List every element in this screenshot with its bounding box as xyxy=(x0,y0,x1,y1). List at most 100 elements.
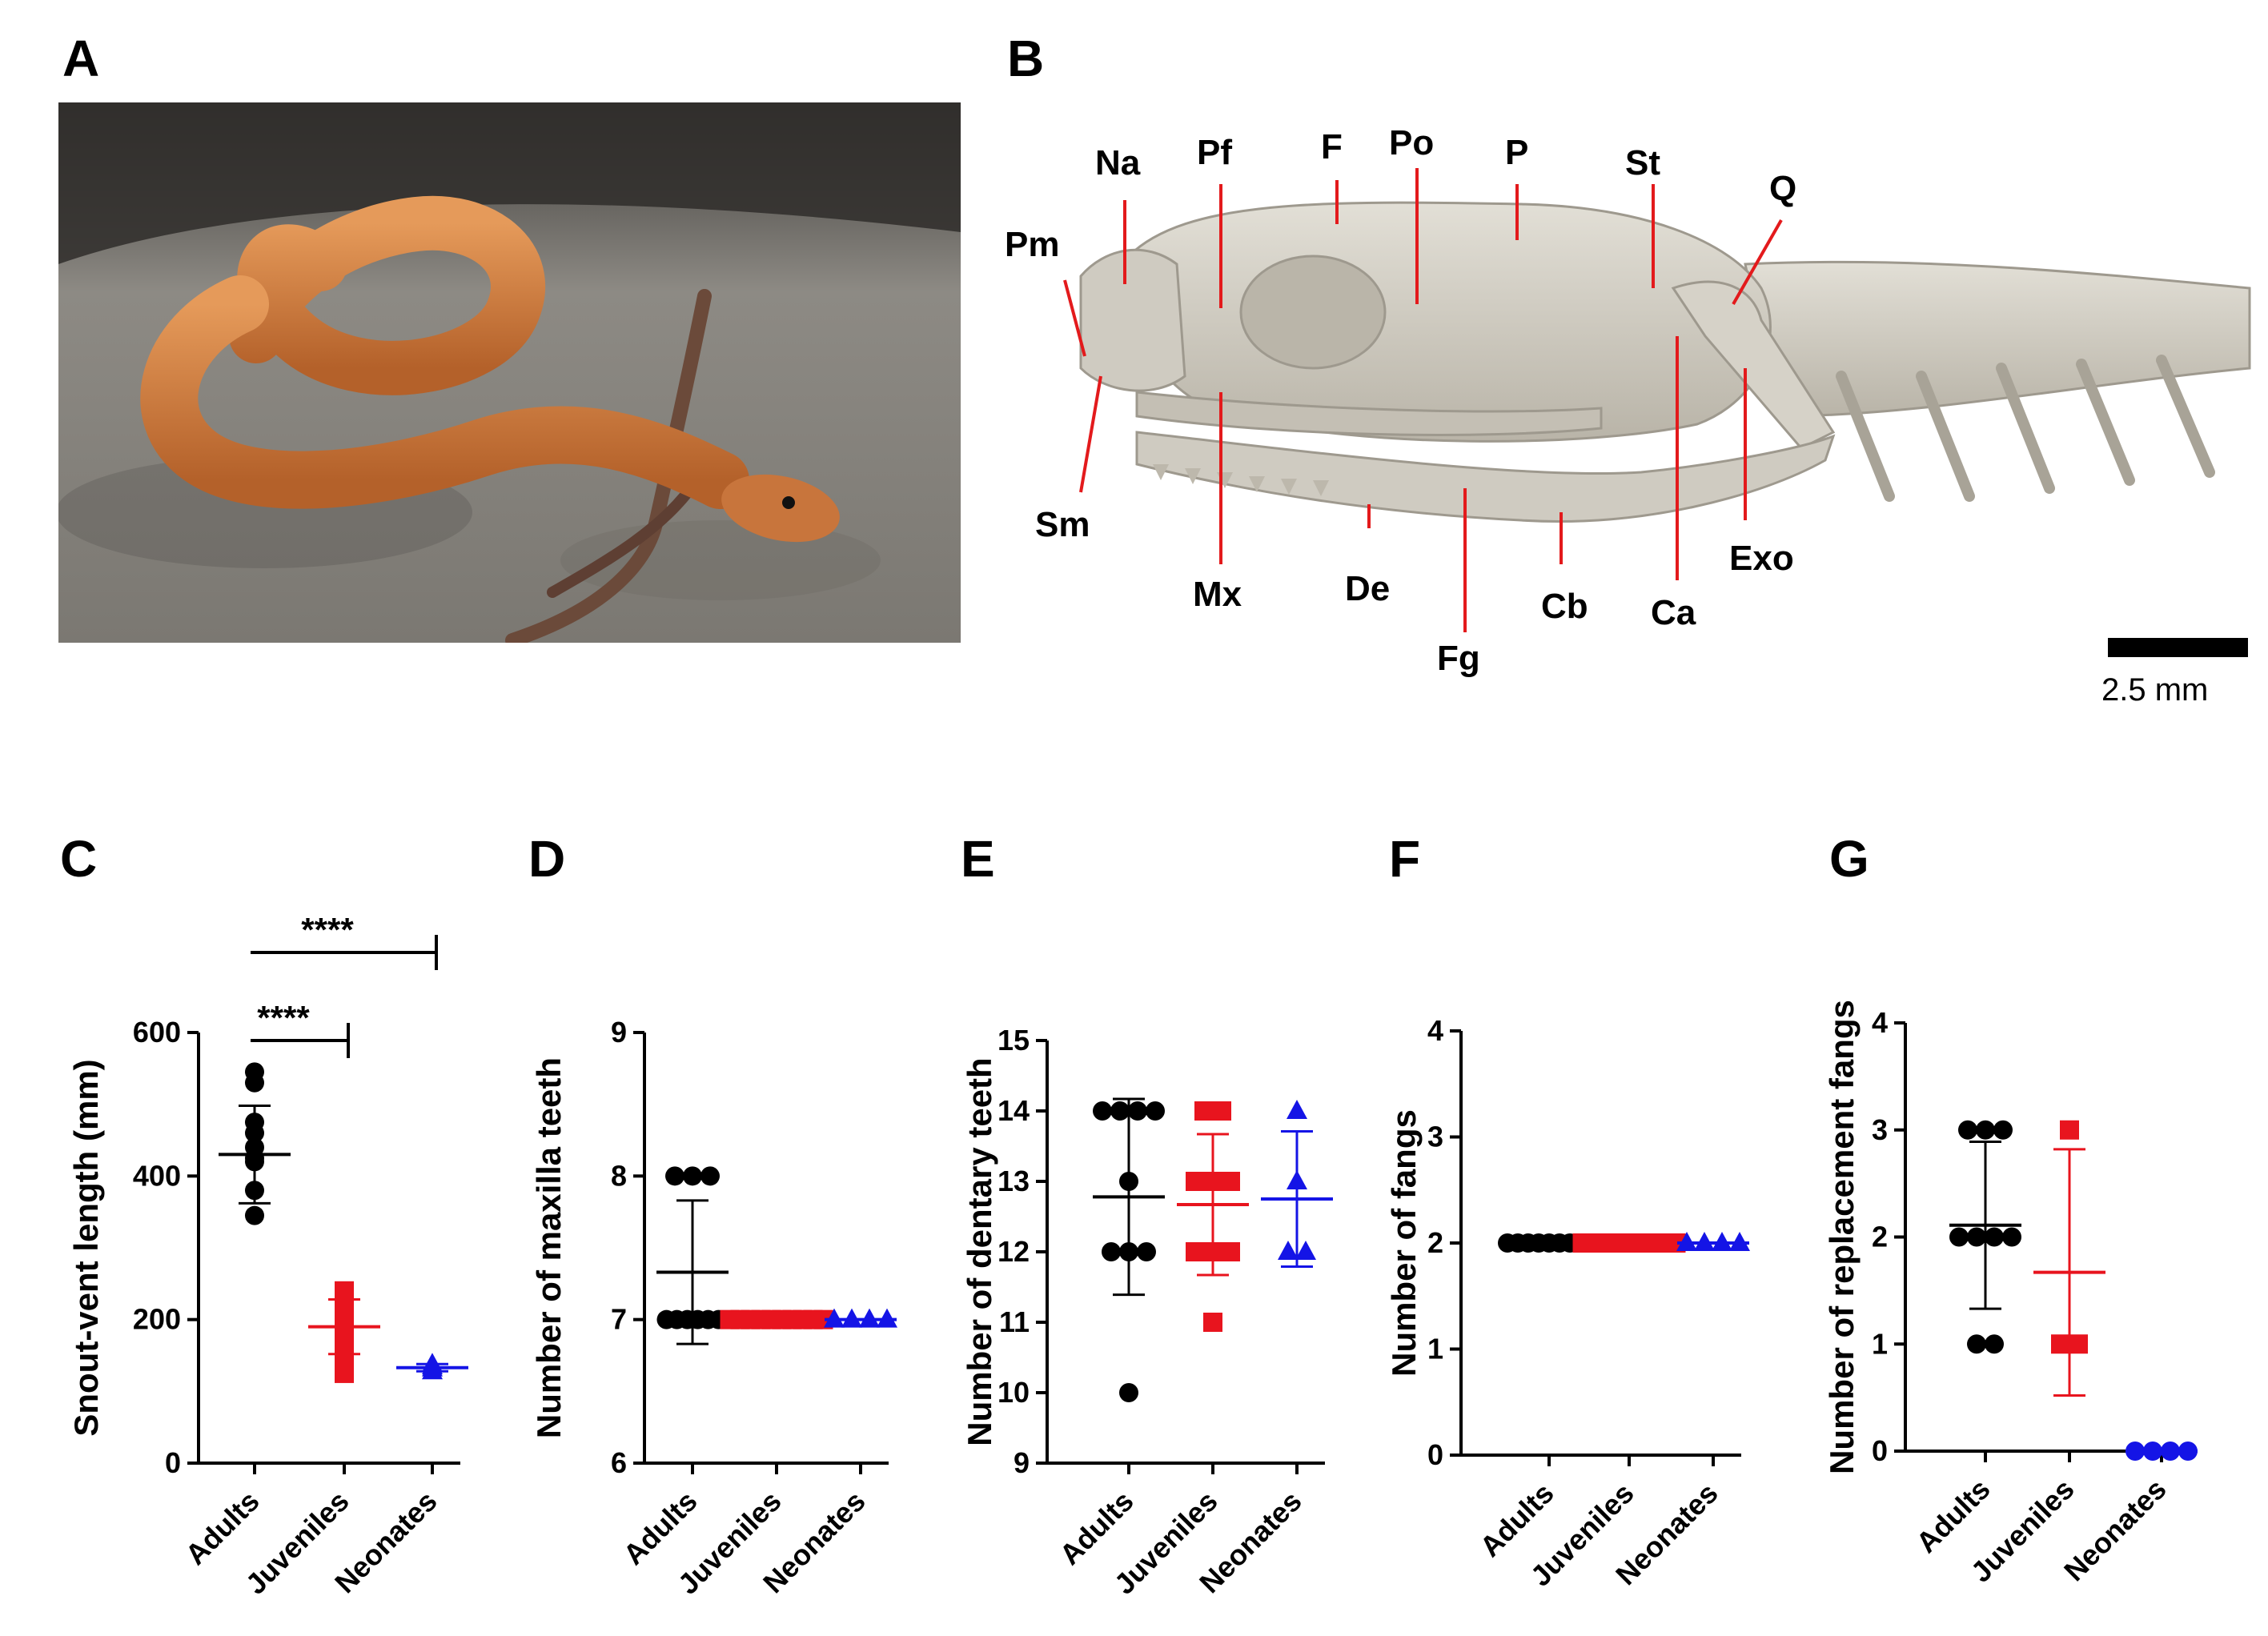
data-point xyxy=(1993,1120,2013,1140)
data-point xyxy=(1278,1241,1299,1260)
significance-label: **** xyxy=(301,911,354,948)
data-point xyxy=(665,1166,684,1186)
y-axis-label: Number of dentary teeth xyxy=(961,1057,998,1446)
y-tick-label: 400 xyxy=(133,1159,181,1192)
data-point xyxy=(700,1166,720,1186)
data-point xyxy=(2060,1120,2079,1140)
y-tick-label: 13 xyxy=(998,1165,1030,1197)
panel-letter-c: C xyxy=(60,830,97,888)
y-tick-label: 0 xyxy=(1427,1438,1443,1471)
data-point xyxy=(1967,1227,1986,1247)
data-point xyxy=(1221,1172,1240,1191)
data-point xyxy=(1110,1101,1130,1121)
series-juveniles xyxy=(1572,1233,1686,1253)
scale-bar xyxy=(2108,638,2248,657)
y-tick-label: 2 xyxy=(1872,1221,1888,1253)
series-juveniles xyxy=(720,1309,833,1329)
label-pm: Pm xyxy=(1005,225,1059,264)
label-fg: Fg xyxy=(1437,639,1480,678)
y-tick-label: 12 xyxy=(998,1235,1030,1268)
label-mx: Mx xyxy=(1193,575,1242,614)
panel-letter-e: E xyxy=(961,830,995,888)
data-point xyxy=(335,1363,354,1383)
y-tick-label: 4 xyxy=(1872,1006,1888,1039)
label-ca: Ca xyxy=(1651,593,1696,632)
panel-letter-g: G xyxy=(1829,830,1869,888)
label-sm: Sm xyxy=(1035,505,1090,544)
y-tick-label: 3 xyxy=(1427,1121,1443,1153)
label-cb: Cb xyxy=(1541,587,1588,626)
y-tick-label: 1 xyxy=(1872,1327,1888,1360)
snake-body xyxy=(140,195,840,543)
y-tick-label: 1 xyxy=(1427,1333,1443,1365)
skull-render xyxy=(993,102,2258,727)
y-tick-label: 3 xyxy=(1872,1113,1888,1146)
y-tick-label: 0 xyxy=(165,1446,181,1479)
series-neonates xyxy=(824,1308,897,1328)
series-juveniles xyxy=(2033,1120,2105,1397)
label-pf: Pf xyxy=(1197,133,1232,172)
data-point xyxy=(683,1166,702,1186)
data-point xyxy=(1976,1120,1995,1140)
label-de: De xyxy=(1345,569,1390,608)
snake-eye xyxy=(782,496,795,509)
y-tick-label: 6 xyxy=(611,1446,627,1479)
label-st: St xyxy=(1625,143,1660,182)
data-point xyxy=(1102,1242,1121,1261)
series-neonates xyxy=(396,1353,468,1380)
data-point xyxy=(1949,1227,1969,1247)
y-tick-label: 8 xyxy=(611,1159,627,1192)
series-juveniles xyxy=(1177,1101,1249,1332)
series-adults xyxy=(1093,1097,1165,1402)
y-tick-label: 11 xyxy=(999,1305,1030,1338)
label-p: P xyxy=(1505,133,1528,172)
x-tick-label: Neonates xyxy=(2057,1473,2173,1588)
x-tick-label: Adults xyxy=(179,1485,265,1571)
data-point xyxy=(245,1073,264,1093)
data-point xyxy=(1128,1101,1147,1121)
y-tick-label: 15 xyxy=(998,1024,1030,1057)
series-juveniles xyxy=(308,1281,380,1383)
data-point xyxy=(2051,1334,2070,1354)
data-point xyxy=(1985,1334,2004,1354)
data-point xyxy=(1186,1172,1205,1191)
series-neonates xyxy=(1261,1100,1333,1268)
series-adults xyxy=(219,1062,291,1225)
data-point xyxy=(1194,1101,1214,1121)
series-adults xyxy=(656,1166,729,1345)
scale-bar-label: 2.5 mm xyxy=(2101,672,2208,708)
data-point xyxy=(1958,1120,1977,1140)
y-tick-label: 600 xyxy=(133,1016,181,1049)
data-point xyxy=(1146,1101,1165,1121)
label-f: F xyxy=(1321,127,1343,166)
snake-head xyxy=(721,474,840,543)
label-q: Q xyxy=(1769,169,1796,208)
skull-labels xyxy=(1063,168,1783,632)
skull-label-texts: Na Pf F Po P St Q Pm Sm Mx De Fg Cb Ca E… xyxy=(1005,123,1796,678)
data-point xyxy=(1212,1101,1231,1121)
y-axis-label: Number of fangs xyxy=(1385,1109,1423,1377)
label-na: Na xyxy=(1095,143,1141,182)
y-tick-label: 9 xyxy=(611,1016,627,1049)
y-tick-label: 0 xyxy=(1872,1434,1888,1467)
y-axis-label: Snout-vent length (mm) xyxy=(67,1059,105,1436)
y-tick-label: 2 xyxy=(1427,1226,1443,1259)
series-adults xyxy=(1949,1120,2021,1354)
series-neonates xyxy=(2125,1442,2198,1461)
series-neonates xyxy=(1676,1232,1750,1251)
data-point xyxy=(2002,1227,2021,1247)
data-point xyxy=(1093,1101,1112,1121)
data-point xyxy=(1295,1241,1316,1260)
significance-label: **** xyxy=(257,999,310,1037)
y-tick-label: 9 xyxy=(1014,1446,1030,1479)
y-tick-label: 10 xyxy=(998,1376,1030,1409)
y-tick-label: 200 xyxy=(133,1303,181,1336)
label-exo: Exo xyxy=(1729,539,1794,578)
